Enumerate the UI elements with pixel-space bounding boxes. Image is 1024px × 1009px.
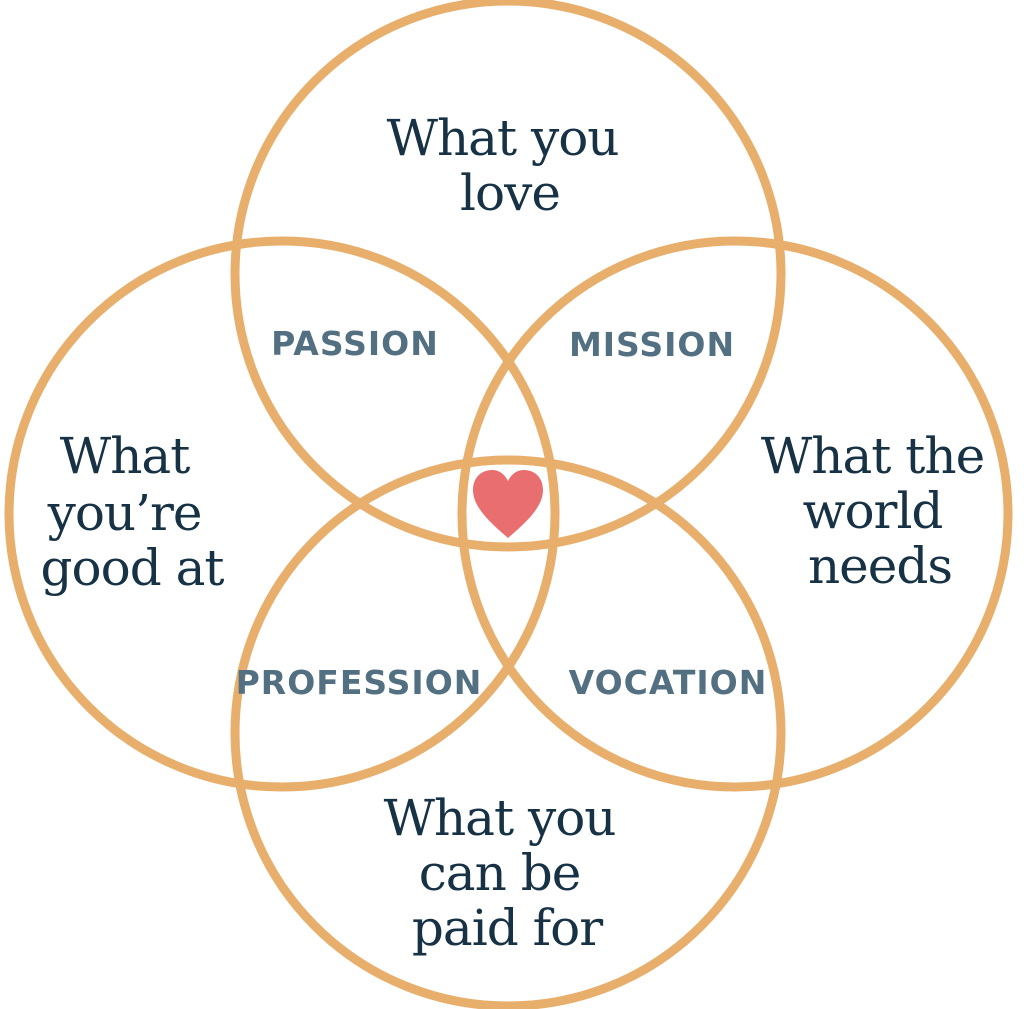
label-what-you-love: What you love bbox=[387, 109, 634, 222]
circle-what-the-world-needs bbox=[457, 236, 1013, 792]
region-label-mission: MISSION bbox=[569, 325, 735, 364]
heart-icon bbox=[473, 470, 543, 538]
label-what-the-world-needs: What the world needs bbox=[761, 427, 999, 595]
region-label-vocation: VOCATION bbox=[569, 663, 768, 702]
circle-what-youre-good-at bbox=[4, 236, 560, 792]
circle-what-you-can-be-paid-for bbox=[230, 455, 786, 1009]
region-label-profession: PROFESSION bbox=[236, 663, 483, 702]
label-what-you-can-be-paid-for: What you can be paid for bbox=[384, 789, 631, 957]
region-label-passion: PASSION bbox=[271, 324, 439, 363]
label-what-youre-good-at: What you’re good at bbox=[40, 427, 224, 597]
circle-what-you-love bbox=[230, 0, 786, 552]
